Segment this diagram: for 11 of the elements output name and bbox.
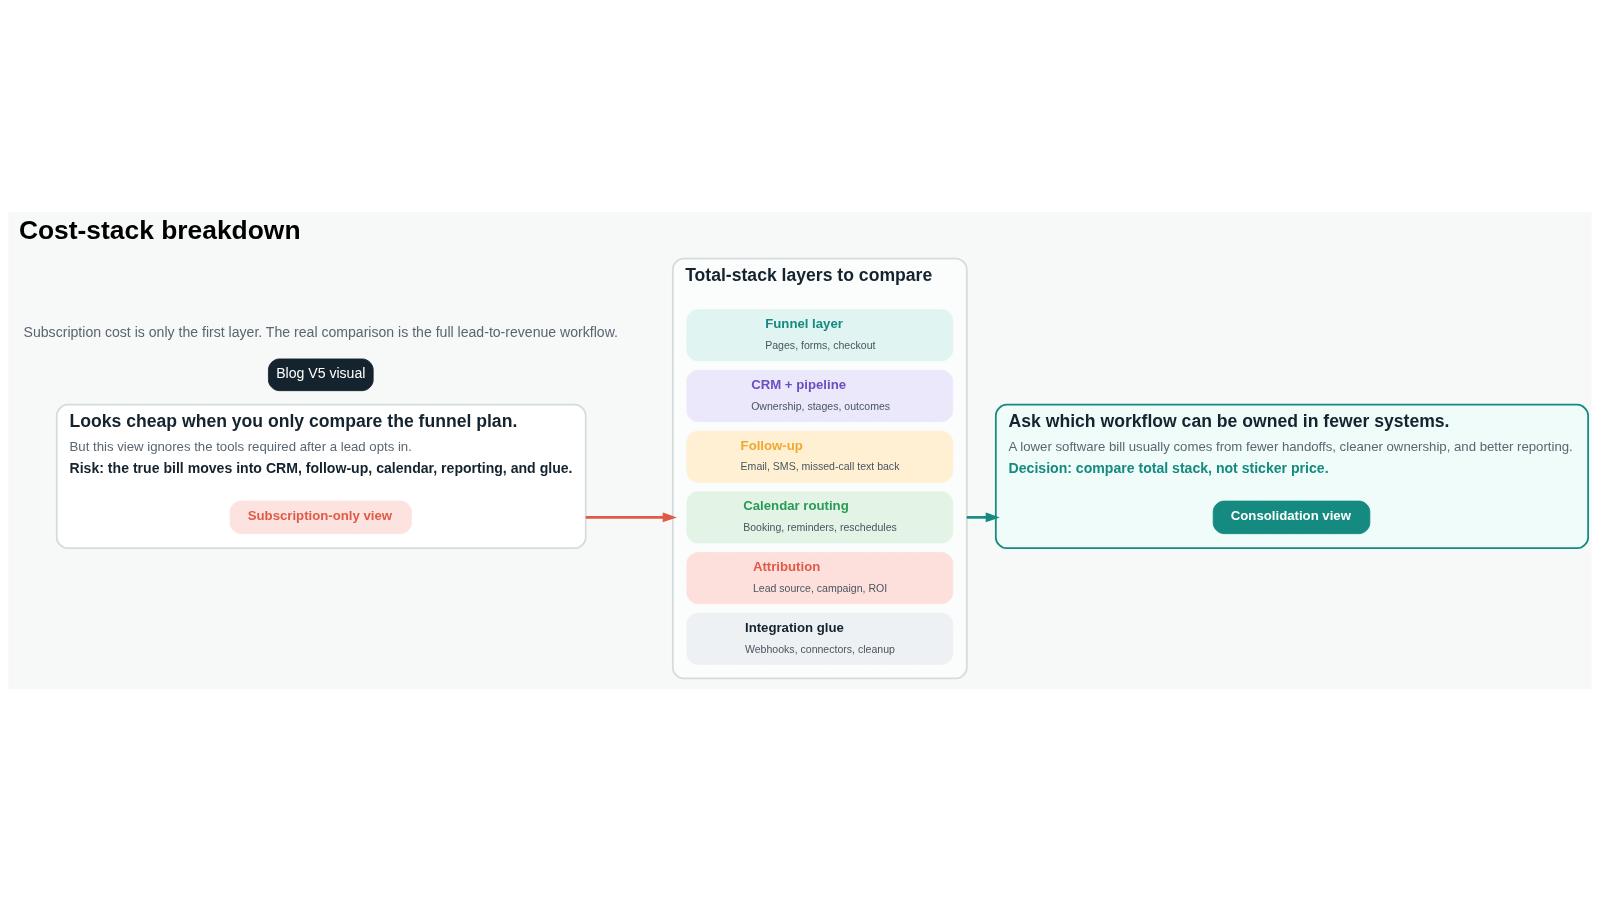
arrow [966,511,1000,522]
label: Subscription cost is only the first layer. The real comparison is the full lead-to-revenue workflow. [23,323,619,340]
label: Blog V5 visual [276,364,366,381]
node-box: Calendar routing Booking, reminders, reschedules [686,490,954,543]
diagram-title: Cost-stack breakdown [18,214,301,245]
node-box: Consolidation view [1212,500,1371,534]
arrow [585,511,677,522]
node-box: Follow-up Email, SMS, missed-call text back [686,430,954,483]
node-box: Funnel layer Pages, forms, checkout [686,308,954,361]
node-box: Attribution Lead source, campaign, ROI [686,551,954,604]
node-box: Subscription-only view [229,500,412,534]
